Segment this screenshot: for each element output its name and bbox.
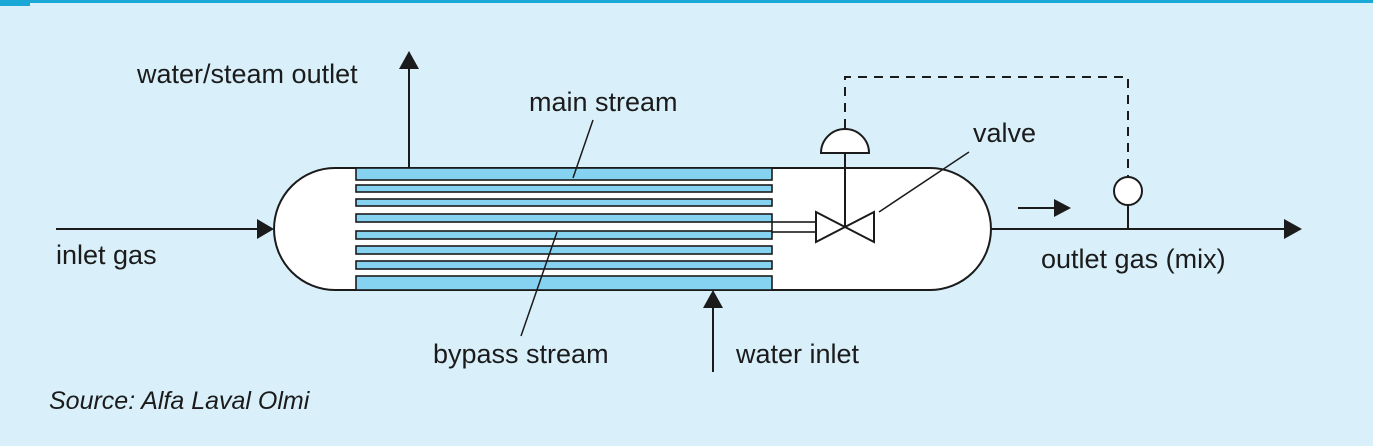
tube [355,275,773,291]
top-rule [0,0,1373,3]
top-corner-tab [0,0,30,6]
tube [355,245,773,255]
bypass-stream-leader [520,231,558,337]
arrow-head-icon [703,290,723,308]
tube-bundle [355,167,773,291]
valve-leader [878,151,970,213]
actuator-icon [819,128,871,154]
arrow-head-icon [399,51,419,69]
main-stream-leader [572,119,594,179]
tube [355,198,773,207]
label-water-steam-outlet: water/steam outlet [136,59,358,89]
label-bypass-stream: bypass stream [433,339,609,369]
tube [355,230,773,240]
bypass-pipe [771,221,817,233]
control-signal-line [844,76,1129,177]
tube [355,184,773,193]
label-inlet-gas: inlet gas [56,240,157,270]
source-caption: Source: Alfa Laval Olmi [49,387,311,415]
sensor-icon [1113,176,1143,206]
arrow-head-icon [1284,219,1302,239]
tube [355,167,773,181]
tube [355,213,773,223]
label-water-inlet: water inlet [735,339,860,369]
label-main-stream: main stream [529,87,678,117]
label-outlet-gas: outlet gas (mix) [1041,244,1226,274]
tube [355,260,773,270]
arrow-head-icon [1054,199,1071,217]
arrow-head-icon [257,219,274,239]
label-valve: valve [973,118,1036,148]
